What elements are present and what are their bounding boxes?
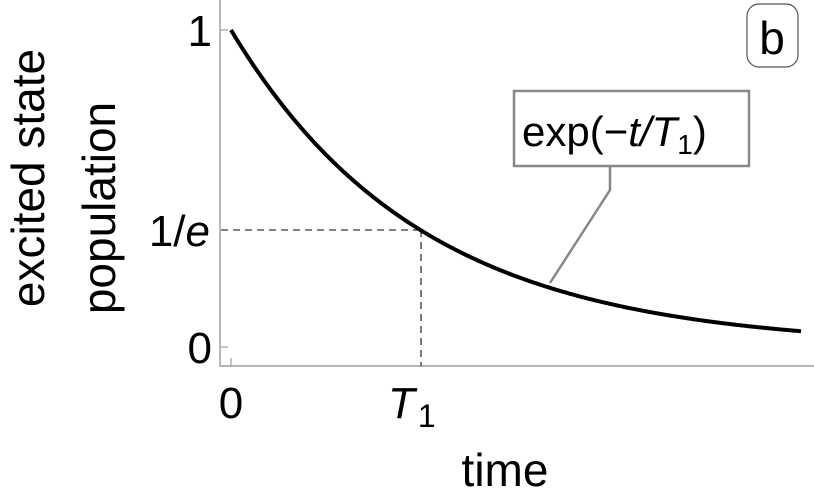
annotation-leader [548, 166, 612, 284]
x-tick-label-0: 0 [219, 379, 243, 428]
y-axis-title-line1: excited state [2, 49, 54, 307]
x-axis-title: time [462, 444, 549, 496]
panel-label-box [746, 3, 799, 68]
panel-label: b [759, 12, 785, 64]
annotation-label: exp(−t/T1) [522, 108, 707, 160]
x-tick-label-t1: T1 [388, 379, 436, 434]
y-tick-label-1: 1 [188, 7, 212, 56]
y-tick-label-0: 0 [188, 324, 212, 373]
decay-curve [229, 28, 802, 334]
y-tick-label-1e: 1/e [149, 207, 210, 256]
annotation-box [512, 89, 751, 168]
y-axis-title-line2: population [73, 102, 125, 314]
